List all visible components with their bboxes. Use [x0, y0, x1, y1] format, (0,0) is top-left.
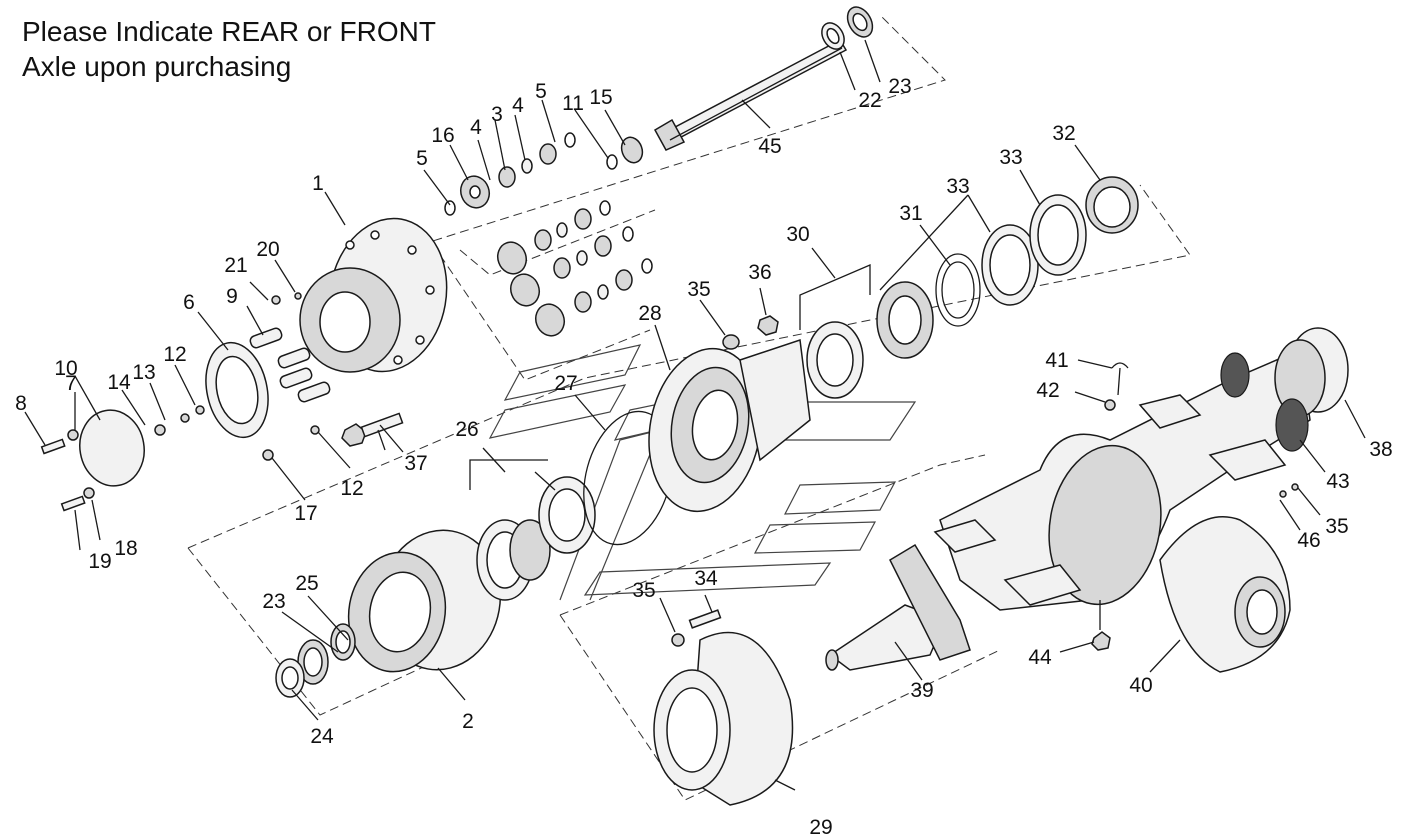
callout-16: 16 — [431, 124, 454, 147]
callout-37: 37 — [404, 452, 427, 475]
callout-35: 35 — [687, 278, 710, 301]
assembly-guide-lines — [187, 14, 1191, 801]
callout-4: 4 — [470, 116, 482, 139]
hub-cover[interactable] — [74, 405, 150, 491]
callout-23: 23 — [888, 75, 911, 98]
callout-39: 39 — [910, 679, 933, 702]
hub-seal[interactable] — [935, 253, 981, 327]
callout-33: 33 — [999, 146, 1022, 169]
sun-gear[interactable] — [564, 132, 646, 170]
axle-shaft[interactable] — [653, 39, 848, 151]
small-washers-and-screws[interactable] — [40, 292, 1299, 651]
callout-27: 27 — [554, 372, 577, 395]
callout-45: 45 — [758, 135, 781, 158]
wheel-hub[interactable] — [637, 338, 811, 521]
shaft-lock-ring[interactable] — [842, 3, 877, 42]
callout-11: 11 — [562, 92, 584, 115]
axle-housing[interactable] — [933, 327, 1349, 613]
callout-5: 5 — [416, 147, 428, 170]
callout-6: 6 — [183, 291, 195, 314]
differential-cover[interactable] — [1159, 516, 1291, 673]
purchase-note-line-1: Please Indicate REAR or FRONT — [22, 16, 436, 47]
callout-13: 13 — [132, 361, 155, 384]
callout-30: 30 — [786, 223, 809, 246]
spindle[interactable] — [825, 543, 971, 671]
inner-bearing-cup[interactable] — [538, 476, 596, 554]
callout-33: 33 — [946, 175, 969, 198]
callout-20: 20 — [256, 238, 279, 261]
carrier-pins[interactable] — [249, 327, 331, 403]
callout-7: 7 — [65, 372, 77, 395]
callout-26: 26 — [455, 418, 478, 441]
callout-18: 18 — [114, 537, 137, 560]
inner-bearing[interactable] — [476, 519, 551, 601]
callout-38: 38 — [1369, 438, 1392, 461]
callout-21: 21 — [224, 254, 247, 277]
callout-4: 4 — [512, 94, 524, 117]
callout-32: 32 — [1052, 122, 1075, 145]
callout-14: 14 — [107, 371, 131, 394]
callout-34: 34 — [694, 567, 718, 590]
callout-35: 35 — [632, 579, 655, 602]
callout-1: 1 — [312, 172, 324, 195]
callout-8: 8 — [15, 392, 27, 415]
callout-10: 10 — [54, 357, 77, 380]
callout-43: 43 — [1326, 470, 1349, 493]
callout-24: 24 — [310, 725, 334, 748]
callout-42: 42 — [1036, 379, 1059, 402]
callout-15: 15 — [589, 86, 612, 109]
leader-lines — [24, 39, 1366, 791]
callout-12: 12 — [340, 477, 363, 500]
callout-28: 28 — [638, 302, 661, 325]
callout-36: 36 — [748, 261, 771, 284]
outer-bearing[interactable] — [876, 281, 934, 359]
purchase-note-line-2: Axle upon purchasing — [22, 51, 292, 82]
callout-2: 2 — [462, 710, 474, 733]
ring-gear-washers[interactable] — [275, 623, 356, 698]
callout-9: 9 — [226, 285, 238, 308]
callout-31: 31 — [899, 202, 922, 225]
planetary-carrier[interactable] — [299, 209, 458, 381]
dust-shield[interactable] — [1085, 176, 1139, 234]
callout-22: 22 — [858, 89, 881, 112]
callout-25: 25 — [295, 572, 318, 595]
outer-bearing-cup[interactable] — [806, 321, 864, 399]
callout-19: 19 — [88, 550, 111, 573]
callout-3: 3 — [491, 103, 503, 126]
callout-40: 40 — [1129, 674, 1152, 697]
callout-29: 29 — [809, 816, 832, 839]
callout-46: 46 — [1297, 529, 1320, 552]
shaft-thrust-washer[interactable] — [817, 19, 848, 53]
callout-35: 35 — [1325, 515, 1348, 538]
planet-gear-set[interactable] — [444, 143, 653, 340]
callout-12: 12 — [163, 343, 186, 366]
callout-23: 23 — [262, 590, 285, 613]
seal-rings[interactable] — [981, 194, 1087, 306]
callout-5: 5 — [535, 80, 547, 103]
callout-41: 41 — [1045, 349, 1068, 372]
ring-gear[interactable] — [339, 521, 511, 680]
brake-chamber[interactable] — [1220, 352, 1309, 452]
thrust-plate[interactable] — [198, 337, 277, 443]
callout-17: 17 — [294, 502, 317, 525]
purchase-note: Please Indicate REAR or FRONT Axle upon … — [22, 14, 436, 84]
part-callouts: 1 2 3 4 4 5 5 6 7 8 9 10 11 12 12 13 14 … — [15, 75, 1393, 839]
brake-drum[interactable] — [653, 631, 794, 806]
callout-44: 44 — [1028, 646, 1052, 669]
